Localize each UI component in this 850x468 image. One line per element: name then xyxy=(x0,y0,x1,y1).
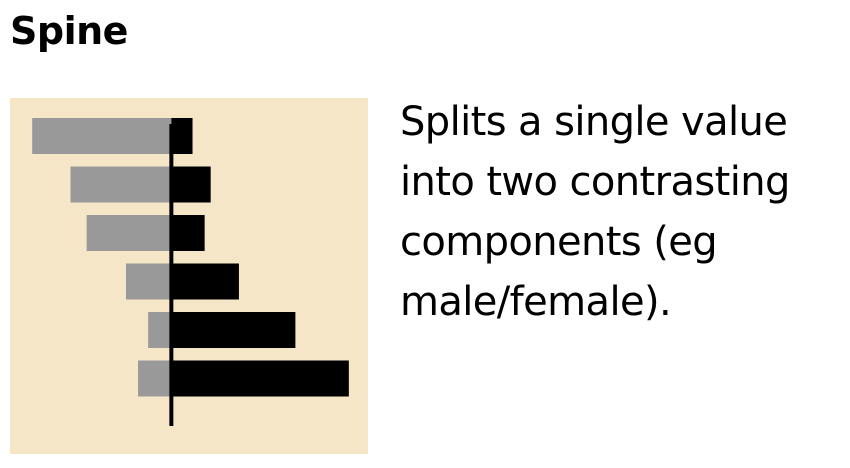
spine-bar-right xyxy=(171,118,193,154)
spine-bar-left xyxy=(86,215,172,251)
spine-bar-right xyxy=(171,312,296,348)
page-title: Spine xyxy=(10,9,128,53)
spine-bar-left xyxy=(70,166,172,203)
description-text: Splits a single value into two contrasti… xyxy=(400,99,790,325)
spine-chart xyxy=(10,98,368,454)
spine-bar-right xyxy=(171,215,205,251)
spine-bar-left xyxy=(125,263,172,300)
spine-bar-right xyxy=(171,263,239,300)
spine-bar-left xyxy=(138,360,172,397)
spine-chart-icon xyxy=(10,98,368,454)
spine-bar-left xyxy=(32,118,172,154)
spine-bar-right xyxy=(171,360,349,397)
spine-bar-left xyxy=(148,312,172,348)
spine-bar-right xyxy=(171,166,211,203)
